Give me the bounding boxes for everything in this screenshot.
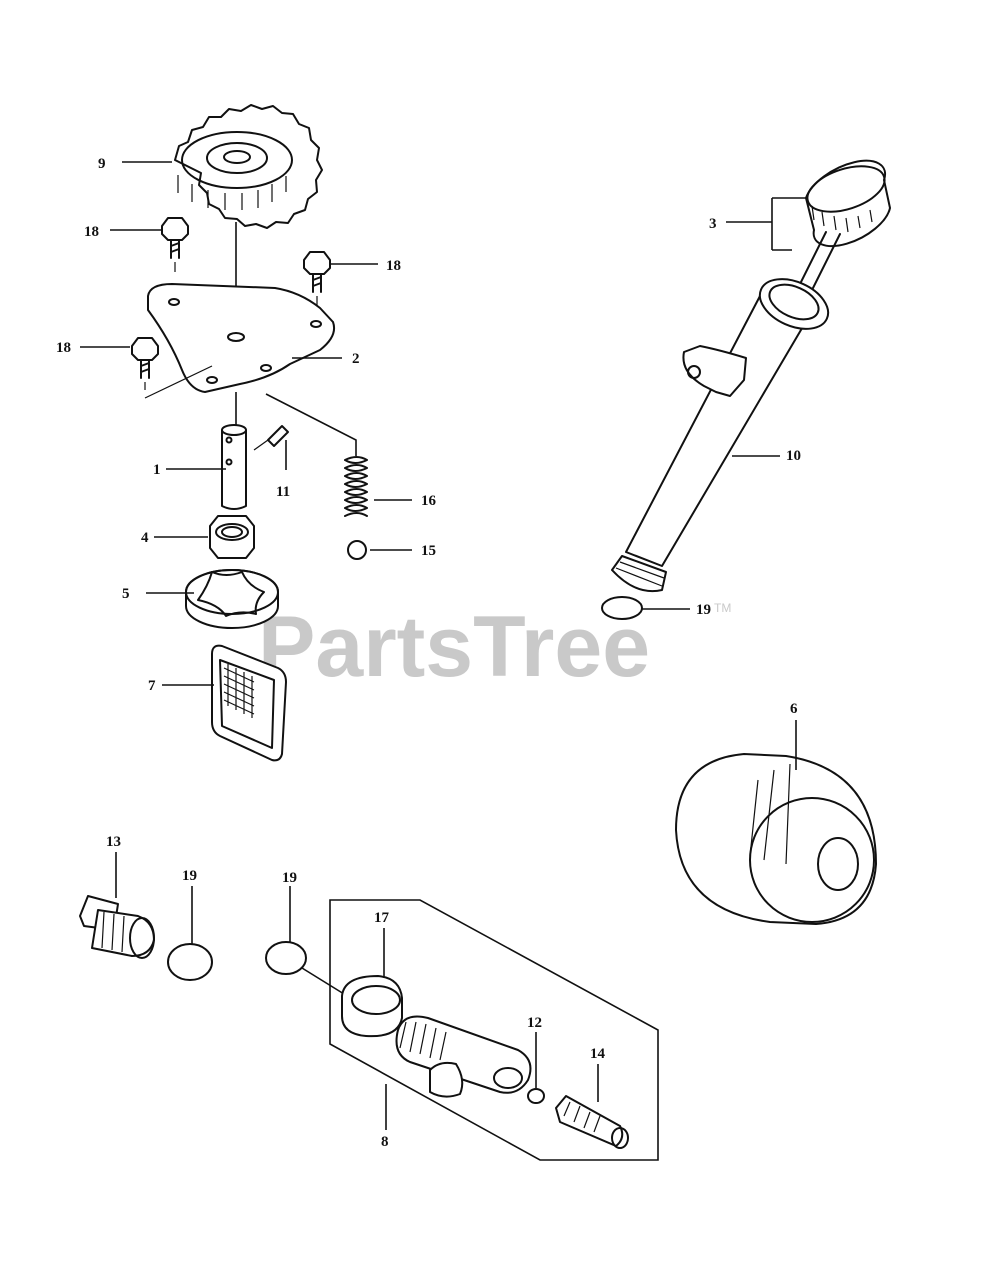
- callout-5[interactable]: 5: [122, 586, 130, 602]
- outer-rotor-part-5[interactable]: [185, 569, 279, 629]
- watermark: PartsTree TM: [258, 599, 731, 695]
- cover-plate-part-2[interactable]: [144, 283, 336, 399]
- callouts: 9 18 18 18 2 1 11 16 4 15 5 7 3 10 19 6 …: [56, 156, 801, 1150]
- callout-14[interactable]: 14: [590, 1046, 606, 1062]
- callout-19-a[interactable]: 19: [696, 602, 711, 618]
- callout-7[interactable]: 7: [148, 678, 156, 694]
- callout-10[interactable]: 10: [786, 448, 801, 464]
- screen-part-7[interactable]: [211, 644, 287, 762]
- watermark-text: PartsTree: [258, 599, 650, 695]
- drain-plug-part-13[interactable]: [79, 895, 155, 959]
- callout-17[interactable]: 17: [374, 910, 390, 926]
- shaft-part-1[interactable]: [221, 392, 247, 510]
- nut-part-17[interactable]: [341, 975, 403, 1038]
- callout-4[interactable]: 4: [141, 530, 149, 546]
- callout-18-a[interactable]: 18: [84, 224, 99, 240]
- callout-18-c[interactable]: 18: [56, 340, 71, 356]
- callout-2[interactable]: 2: [352, 351, 360, 367]
- o-ring-part-19-c[interactable]: [265, 941, 307, 975]
- dipstick-part-3[interactable]: [791, 158, 891, 303]
- fitting-assembly-part-8[interactable]: [301, 899, 659, 1161]
- bolt-part-18-c[interactable]: [131, 337, 159, 379]
- watermark-trademark: TM: [714, 601, 731, 615]
- callout-16[interactable]: 16: [421, 493, 437, 509]
- callout-19-c[interactable]: 19: [282, 870, 297, 886]
- callout-11[interactable]: 11: [276, 484, 290, 500]
- small-o-ring-part-12[interactable]: [527, 1088, 545, 1104]
- callout-8[interactable]: 8: [381, 1134, 389, 1150]
- relief-valve-part-14[interactable]: [555, 1095, 629, 1149]
- callout-6[interactable]: 6: [790, 701, 798, 717]
- callout-3[interactable]: 3: [709, 216, 717, 232]
- inner-rotor-part-4[interactable]: [209, 515, 255, 559]
- pin-part-11[interactable]: [253, 425, 289, 470]
- o-ring-part-19-a[interactable]: [601, 596, 643, 620]
- callout-13[interactable]: 13: [106, 834, 121, 850]
- fitting-body[interactable]: [395, 1015, 532, 1098]
- oil-filter-part-6[interactable]: [675, 753, 877, 925]
- oil-fill-tube-part-10[interactable]: [611, 269, 836, 592]
- callout-19-b[interactable]: 19: [182, 868, 197, 884]
- callout-15[interactable]: 15: [421, 543, 436, 559]
- bolt-part-18-b[interactable]: [303, 251, 331, 293]
- callout-12[interactable]: 12: [527, 1015, 542, 1031]
- callout-1[interactable]: 1: [153, 462, 161, 478]
- spring-part-16[interactable]: [265, 393, 368, 517]
- ball-part-15[interactable]: [347, 540, 367, 560]
- callout-9[interactable]: 9: [98, 156, 106, 172]
- leader-lines: [80, 161, 806, 1130]
- callout-18-b[interactable]: 18: [386, 258, 401, 274]
- bolt-part-18-a[interactable]: [161, 217, 189, 259]
- o-ring-part-19-b[interactable]: [167, 943, 213, 981]
- gear-part-9[interactable]: [174, 104, 323, 229]
